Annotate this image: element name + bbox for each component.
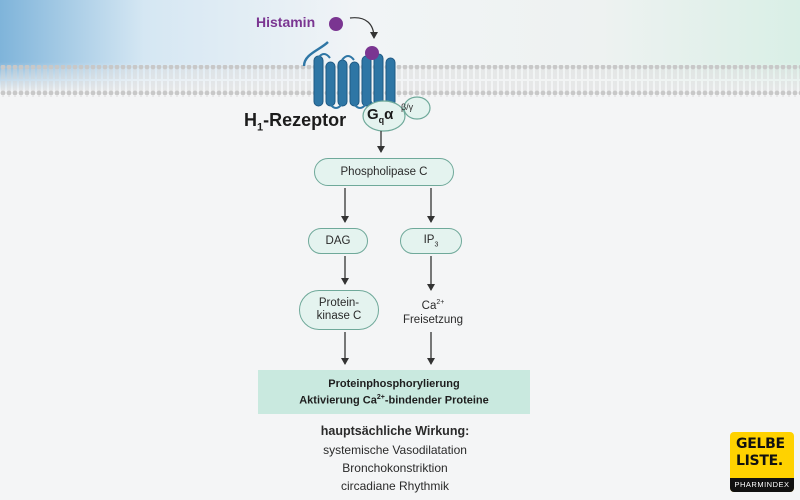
result-line2-pre: Aktivierung Ca	[299, 394, 377, 407]
histamin-label: Histamin	[256, 14, 316, 30]
ip3-label: IP3	[424, 234, 439, 248]
ca-label-main: Ca	[421, 299, 437, 312]
result-line2-post: -bindender Proteine	[384, 394, 489, 407]
protein-kinase-c-node: Protein- kinase C	[299, 290, 379, 330]
binding-arrow	[349, 17, 378, 39]
phospholipase-c-node: Phospholipase C	[314, 158, 454, 186]
gelbe-liste-logo: GELBE LISTE. PHARMINDEX	[730, 432, 794, 492]
receptor-label-sub: 1	[257, 121, 264, 134]
ca-label-line2: Freisetzung	[402, 313, 464, 326]
result-line1: Proteinphosphorylierung	[328, 377, 460, 390]
receptor-label-rest: -Rezeptor	[263, 110, 347, 130]
histamine-molecule	[329, 17, 343, 31]
result-line2-sup: 2+	[376, 393, 385, 401]
result-box: Proteinphosphorylierung Aktivierung Ca2+…	[258, 370, 530, 414]
beta-gamma-label: β/γ	[401, 102, 414, 112]
g-beta-gamma-subunit	[403, 96, 431, 120]
cell-membrane	[0, 65, 800, 97]
logo-line3: PHARMINDEX	[730, 478, 794, 492]
effects-heading: hauptsächliche Wirkung:	[320, 424, 470, 438]
h1-receptor-shape	[302, 41, 396, 109]
receptor-label-main: H	[244, 110, 257, 130]
g-alpha-label-sub: q	[378, 115, 385, 125]
pkc-label-line2: kinase C	[316, 310, 362, 322]
g-alpha-label-main: G	[367, 106, 379, 123]
effect-item: systemische Vasodilatation	[323, 443, 467, 457]
ip3-node: IP3	[400, 228, 462, 254]
phospholipase-c-label: Phospholipase C	[340, 166, 428, 178]
pkc-label-line1: Protein-	[318, 297, 360, 309]
g-alpha-subunit	[362, 100, 406, 132]
effect-item: circadiane Rhythmik	[340, 479, 450, 493]
ip3-label-sub: 3	[434, 241, 439, 249]
g-alpha-label: Gqα	[367, 106, 393, 125]
dag-label: DAG	[325, 235, 351, 247]
ca-release-node: Ca2+ Freisetzung	[398, 296, 468, 327]
g-alpha-label-alpha: α	[384, 106, 394, 123]
receptor-label: H1-Rezeptor	[244, 110, 346, 134]
effects-section: hauptsächliche Wirkung: systemische Vaso…	[280, 424, 510, 495]
ip3-label-main: IP	[423, 233, 435, 246]
ca-label-sup: 2+	[436, 299, 445, 306]
effect-item: Bronchokonstriktion	[342, 461, 448, 475]
logo-line1: GELBE	[736, 436, 785, 452]
dag-node: DAG	[308, 228, 368, 254]
result-line2: Aktivierung Ca2+-bindender Proteine	[299, 391, 489, 408]
ca-label-line1: Ca2+	[398, 296, 468, 313]
logo-line2: LISTE.	[736, 453, 783, 469]
bound-histamine-molecule	[365, 46, 379, 60]
